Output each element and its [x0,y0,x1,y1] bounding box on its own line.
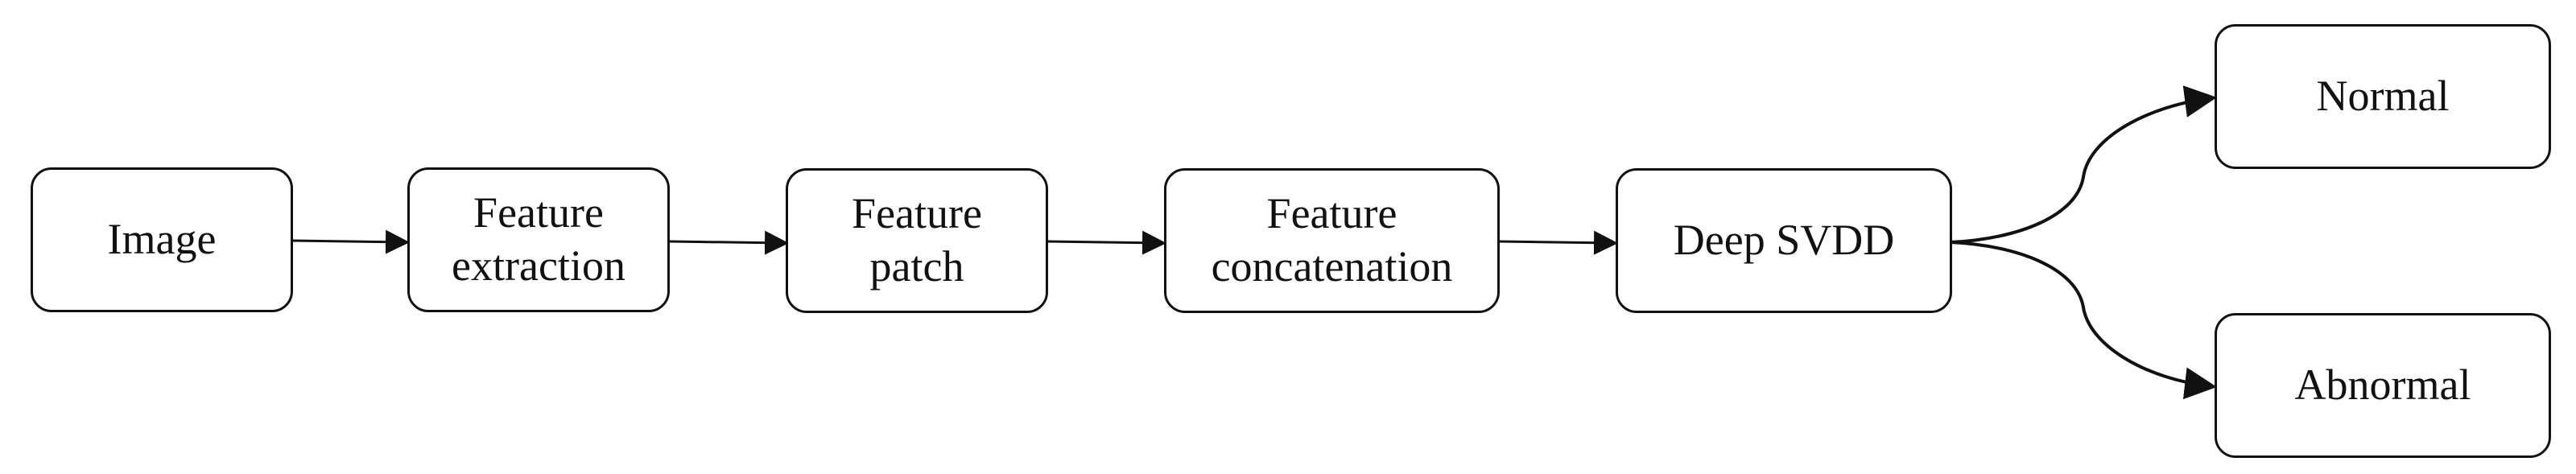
feature-concatenation-node-label: Feature concatenation [1211,189,1453,291]
deep-svdd-node-label: Deep SVDD [1673,216,1895,265]
arrow-image-to-feature-extraction [290,229,410,254]
arrow-feature-patch-to-feature-concatenation [1046,230,1166,255]
feature-patch-node-label: Feature patch [852,189,982,291]
abnormal-node-label: Abnormal [2294,361,2471,410]
feature-patch-node: Feature patch [786,168,1048,313]
arrow-deep-svdd-to-normal [1949,85,2217,244]
arrow-feature-extraction-to-feature-patch [668,230,789,255]
arrow-feature-concatenation-to-deep-svdd [1496,230,1618,255]
image-node: Image [31,167,293,312]
deep-svdd-node: Deep SVDD [1616,168,1952,313]
normal-node-label: Normal [2316,72,2450,121]
arrow-deep-svdd-to-abnormal [1949,241,2217,400]
feature-extraction-node-label: Feature extraction [452,188,625,290]
feature-concatenation-node: Feature concatenation [1164,168,1500,313]
normal-node: Normal [2215,24,2551,169]
abnormal-node: Abnormal [2215,313,2551,458]
feature-extraction-node: Feature extraction [407,167,670,312]
image-node-label: Image [107,215,217,264]
